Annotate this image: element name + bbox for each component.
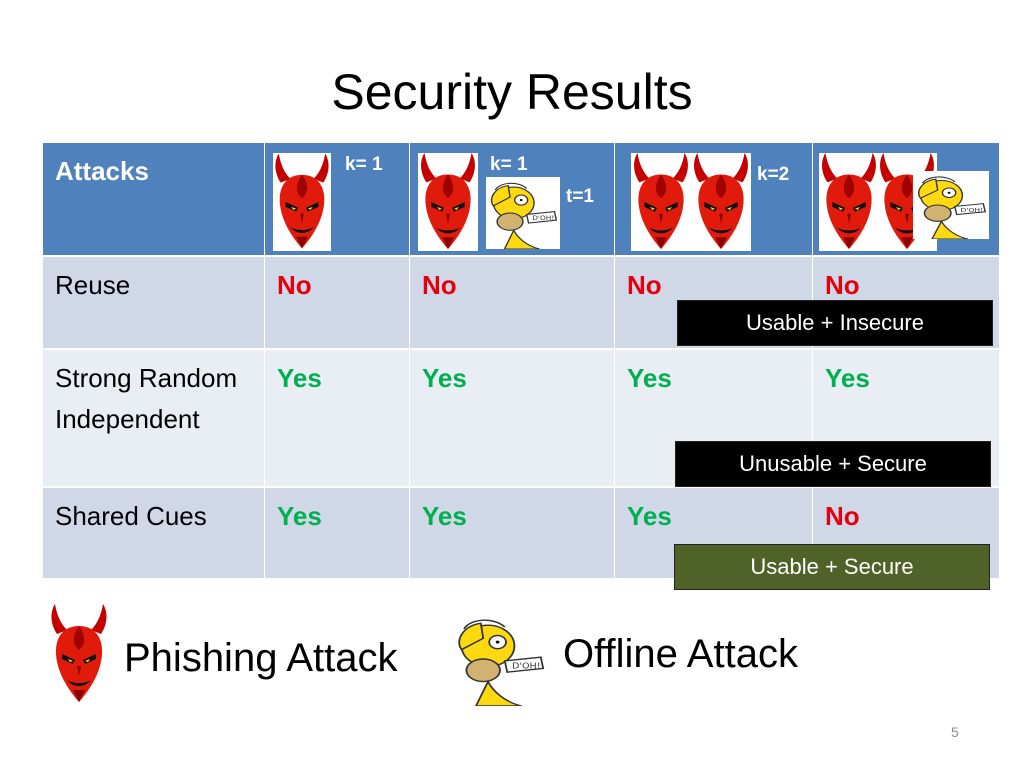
devil-icon <box>418 153 478 251</box>
table-cell: Yes <box>409 488 614 580</box>
homer-doh-icon <box>452 612 548 706</box>
table-row: Strong Random Independent Yes Yes Yes Ye… <box>42 350 999 488</box>
header-cell-phishing-k1: k= 1 <box>264 143 409 257</box>
usable-secure-label: Usable + Secure <box>674 544 990 590</box>
k-value: k= 1 <box>345 154 383 175</box>
page-number: 5 <box>951 724 959 740</box>
devil-icon <box>819 153 879 251</box>
slide-title: Security Results <box>331 64 693 120</box>
header-cell-attacks: Attacks <box>42 143 264 257</box>
devil-icon <box>273 153 331 251</box>
homer-doh-icon <box>913 171 989 239</box>
devil-icon <box>48 604 110 704</box>
table-cell: No <box>409 257 614 350</box>
phishing-attack-label: Phishing Attack <box>124 636 398 680</box>
row-label: Strong Random Independent <box>42 350 264 488</box>
k-value: k=2 <box>757 164 790 185</box>
devil-icon <box>631 153 691 251</box>
offline-attack-label: Offline Attack <box>563 632 798 676</box>
header-cell-phishing-k2: k=2 <box>614 143 812 257</box>
usable-insecure-label: Usable + Insecure <box>677 300 993 346</box>
devil-icon <box>691 153 751 251</box>
table-cell: Yes <box>409 350 614 488</box>
row-label: Shared Cues <box>42 488 264 580</box>
table-cell: No <box>264 257 409 350</box>
table-cell: Yes <box>264 350 409 488</box>
attacks-label: Attacks <box>55 156 149 186</box>
row-label: Reuse <box>42 257 264 350</box>
header-cell-phishing-k2-offline <box>812 143 999 257</box>
t-value: t=1 <box>566 186 594 207</box>
homer-doh-icon <box>486 177 560 249</box>
k-value: k= 1 <box>490 154 528 175</box>
table-cell: Yes <box>264 488 409 580</box>
header-cell-phishing-offline: k= 1 t=1 <box>409 143 614 257</box>
table-header-row: Attacks k= 1 k= 1 t=1 k=2 <box>42 143 999 257</box>
unusable-secure-label: Unusable + Secure <box>675 441 991 487</box>
